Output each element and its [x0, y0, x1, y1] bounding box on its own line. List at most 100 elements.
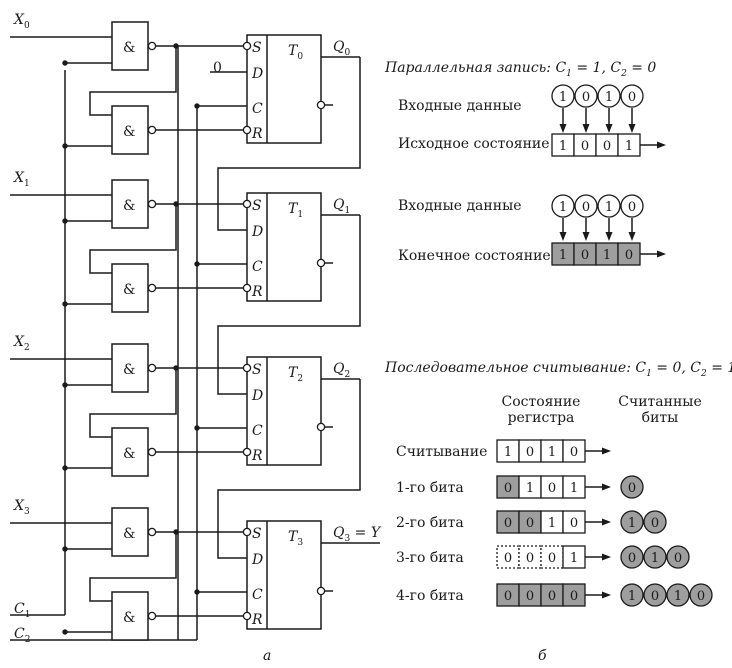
- read-bits-4-bit-circle: [643, 583, 667, 607]
- inversion-bubble: [147, 41, 157, 51]
- trigger-label-2: T2: [288, 365, 303, 384]
- pin-r: R: [251, 612, 263, 628]
- inversion-bubble: [242, 527, 252, 537]
- and-gate: [111, 343, 149, 393]
- caption-b: б: [538, 648, 547, 664]
- arrow-head: [602, 553, 611, 561]
- trigger-label-3: T3: [288, 529, 303, 548]
- serial-row-2-bit: 0: [570, 516, 578, 531]
- inverter-loop-wire: [89, 204, 177, 274]
- and-gate: [111, 263, 149, 313]
- read-bits-2-bit-circle: [620, 510, 644, 534]
- inversion-bubble: [147, 611, 157, 621]
- inversion-bubble: [147, 363, 157, 373]
- and-gate-symbol: &: [123, 526, 135, 542]
- and-gate-symbol: &: [123, 282, 135, 298]
- read-bits-3-bit-circle: [666, 545, 690, 569]
- trigger-1: [246, 192, 322, 302]
- junction-dot: [62, 60, 68, 66]
- final-state-label: Конечное состояние: [398, 248, 551, 264]
- pin-s: S: [252, 40, 262, 56]
- serial-row-4-bit: 0: [526, 589, 534, 604]
- junction-dot: [62, 629, 68, 635]
- read-bits-2-bit-circle: [643, 510, 667, 534]
- q-to-d-wire: [217, 57, 361, 231]
- input-data-2-bit-circle: [574, 194, 598, 218]
- junction-dot: [194, 261, 200, 267]
- serial-row-label: 3-го бита: [396, 550, 464, 566]
- final-state-bit: 1: [559, 248, 567, 263]
- initial-state-label: Исходное состояние: [398, 136, 550, 152]
- junction-dot: [194, 589, 200, 595]
- input-label-x1: X1: [13, 170, 30, 189]
- initial-state-bit: 1: [559, 139, 567, 154]
- inversion-bubble: [242, 199, 252, 209]
- serial-row-3-bit: 1: [570, 551, 578, 566]
- serial-row-label: Считывание: [396, 444, 487, 460]
- inverter-loop-wire: [89, 368, 177, 438]
- register-stage-3: [111, 507, 322, 641]
- serial-row-0-bit: 0: [570, 445, 578, 460]
- arrow-head: [602, 591, 611, 599]
- register-stage-1: [111, 179, 322, 313]
- caption-a: а: [263, 648, 271, 664]
- arrow-head: [582, 124, 590, 133]
- and-gate-symbol: &: [123, 446, 135, 462]
- junction-dot: [62, 465, 68, 471]
- input-data-1-bit-circle: [597, 84, 621, 108]
- inversion-bubble: [147, 199, 157, 209]
- pin-c: C: [252, 259, 263, 275]
- arrow-head: [582, 232, 590, 241]
- read-bits-4-bit-circle: [620, 583, 644, 607]
- input-label-x3: X3: [13, 498, 30, 517]
- arrow-head: [602, 518, 611, 526]
- serial-row-3-bit: 0: [504, 551, 512, 566]
- column-header-state-2: регистра: [508, 410, 575, 426]
- input-label-c1: C1: [14, 601, 30, 620]
- read-bits-3-bit: 1: [651, 551, 659, 566]
- column-header-read-1: Считанные: [618, 394, 701, 410]
- register-stage-0: [111, 21, 322, 155]
- serial-row-1-bit: 0: [504, 481, 512, 496]
- input-label-x0: X0: [13, 12, 30, 31]
- serial-row-1-bit: 1: [526, 481, 534, 496]
- trigger-3: [246, 520, 322, 630]
- pin-d: D: [251, 66, 263, 82]
- inversion-bubble: [147, 527, 157, 537]
- q-label-3: Q3 = Y: [333, 525, 382, 544]
- arrow-head: [628, 124, 636, 133]
- read-bits-2-bit: 0: [651, 516, 659, 531]
- input-data-2-bit-circle: [597, 194, 621, 218]
- input-data-1-bit-circle: [620, 84, 644, 108]
- q-to-d-wire: [217, 215, 361, 395]
- trigger-label-1: T1: [288, 201, 303, 220]
- input-data-1-bit-circle: [574, 84, 598, 108]
- input-data-2-bit: 0: [628, 200, 636, 215]
- inverter-loop-wire: [89, 46, 177, 116]
- final-state-bit: 0: [625, 248, 633, 263]
- junction-dot: [62, 143, 68, 149]
- serial-row-label: 1-го бита: [396, 480, 464, 496]
- serial-row-2-bit: 0: [526, 516, 534, 531]
- pin-d: D: [251, 388, 263, 404]
- read-bits-4-bit: 0: [651, 589, 659, 604]
- pin-c: C: [252, 101, 263, 117]
- read-bits-4-bit-circle: [666, 583, 690, 607]
- serial-row-1-bit: 0: [548, 481, 556, 496]
- input-label-x2: X2: [13, 334, 30, 353]
- and-gate: [111, 507, 149, 557]
- and-gate: [111, 179, 149, 229]
- inversion-bubble: [316, 422, 326, 432]
- junction-dot: [194, 425, 200, 431]
- arrow-head: [605, 124, 613, 133]
- arrow-head: [605, 232, 613, 241]
- and-gate-symbol: &: [123, 610, 135, 626]
- input-data-label-1: Входные данные: [398, 98, 522, 114]
- and-gate: [111, 427, 149, 477]
- inversion-bubble: [147, 125, 157, 135]
- read-bits-3-bit: 0: [674, 551, 682, 566]
- input-data-1-bit: 1: [605, 90, 613, 105]
- input-data-2-bit-circle: [620, 194, 644, 218]
- pin-s: S: [252, 526, 262, 542]
